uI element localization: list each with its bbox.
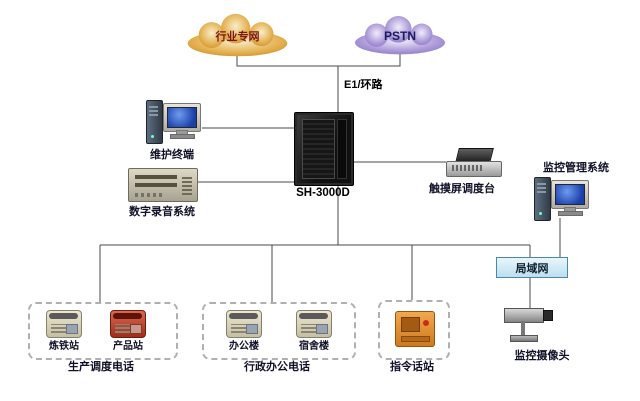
computer-tower-icon — [146, 100, 163, 144]
intercom-icon — [395, 311, 435, 347]
cabinet-front-panel — [302, 119, 335, 179]
trunk-label: E1/环路 — [344, 79, 383, 91]
monitor-icon — [551, 180, 589, 209]
phone-icon — [110, 310, 146, 338]
intercom-speaker — [401, 317, 420, 332]
phone-icon — [226, 310, 262, 338]
phone-icon — [46, 310, 82, 338]
camera-mount — [521, 321, 525, 335]
phone-handset — [113, 313, 142, 319]
monitor-base — [558, 211, 583, 216]
phone-screen — [316, 324, 328, 334]
drive-bays — [537, 181, 546, 193]
node-camera — [502, 304, 558, 346]
group-office-label: 行政办公电话 — [244, 361, 310, 373]
node-monitoring-system — [534, 177, 590, 223]
camera-lens — [543, 310, 553, 321]
touch-console-label: 触摸屏调度台 — [429, 183, 495, 195]
console-keys — [452, 165, 482, 171]
phone-keypad — [231, 324, 246, 333]
monitor-screen — [167, 107, 197, 128]
power-led — [539, 212, 542, 215]
cloud-icon — [187, 13, 288, 57]
station-label: 宿舍楼 — [299, 341, 329, 352]
station-label: 办公楼 — [229, 341, 259, 352]
recording-system-label: 数字录音系统 — [129, 206, 195, 218]
camera-base — [510, 335, 538, 342]
phone-keypad — [51, 324, 66, 333]
camera-label: 监控摄像头 — [514, 350, 570, 362]
phone-handset — [229, 313, 258, 319]
node-industry-network: 行业专网 — [180, 12, 295, 60]
cabinet-side-column — [337, 119, 347, 179]
group-command-label: 指令话站 — [390, 361, 434, 373]
station-label: 炼铁站 — [49, 341, 79, 352]
monitor-base — [170, 134, 195, 139]
phone-keypad — [301, 324, 316, 333]
monitor-icon — [163, 103, 201, 132]
monitoring-system-label: 监控管理系统 — [543, 162, 609, 174]
phone-screen — [246, 324, 258, 334]
station-label: 产品站 — [113, 341, 143, 352]
monitor-screen — [555, 184, 585, 205]
industry-network-label: 行业专网 — [215, 31, 260, 43]
node-maintenance-terminal — [146, 100, 202, 146]
phone-screen — [66, 324, 78, 334]
drive-bays — [149, 104, 158, 116]
phone-handset — [49, 313, 78, 319]
cloud-icon — [355, 16, 445, 55]
recorder-vent — [182, 175, 192, 195]
recorder-slot — [135, 175, 177, 179]
node-lan: 局域网 — [496, 257, 568, 278]
recorder-slot — [135, 183, 177, 187]
group-production-phones: 炼铁站 产品站 — [28, 302, 178, 360]
main-switch-label: SH-3000D — [296, 187, 350, 199]
power-led — [151, 135, 154, 138]
node-pstn: PSTN — [350, 14, 450, 58]
lan-label: 局域网 — [515, 262, 549, 275]
group-command-station — [378, 300, 450, 360]
node-touch-console — [446, 148, 502, 178]
group-office-phones: 办公楼 宿舍楼 — [202, 302, 356, 360]
phone-keypad — [115, 324, 130, 333]
intercom-slot — [401, 336, 430, 342]
recorder-buttons — [135, 193, 165, 197]
phone-screen — [130, 324, 142, 334]
maintenance-terminal-label: 维护终端 — [150, 149, 194, 161]
computer-tower-icon — [534, 177, 551, 221]
phone-icon — [296, 310, 332, 338]
intercom-button — [423, 320, 429, 326]
group-production-label: 生产调度电话 — [68, 361, 134, 373]
node-recording-system — [128, 168, 198, 202]
node-main-switch — [294, 112, 354, 186]
pstn-label: PSTN — [383, 29, 416, 43]
phone-handset — [299, 313, 328, 319]
